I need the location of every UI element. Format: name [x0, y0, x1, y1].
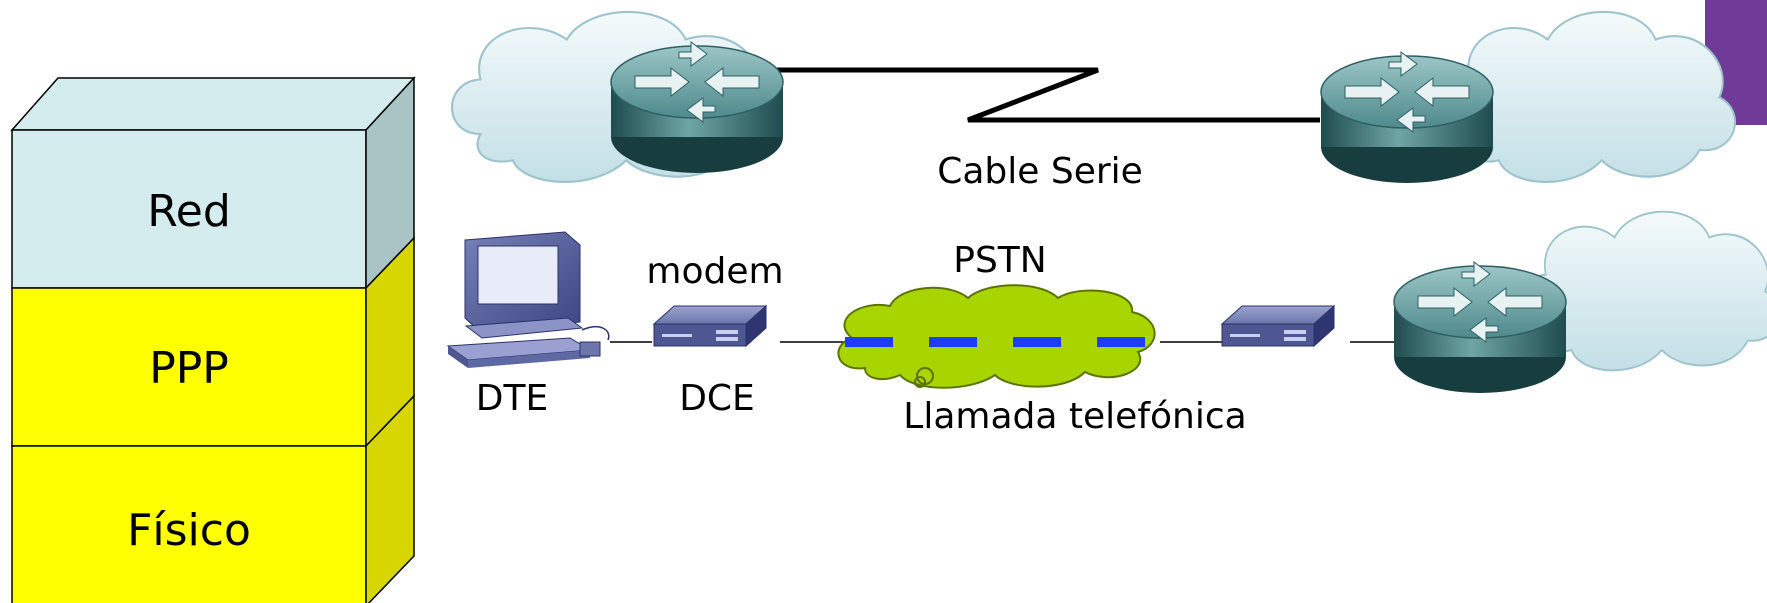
layer-red-label: Red: [147, 186, 231, 237]
dte-label: DTE: [476, 378, 548, 419]
serial-cable-line: [775, 67, 1320, 123]
dialup-scenario: modem PSTN DTE DCE Llamada telefónica: [446, 210, 1767, 437]
layer-ppp-label: PPP: [149, 343, 229, 394]
dce-label: DCE: [679, 378, 755, 419]
layer-fisico: [11, 394, 415, 603]
layer-red: [11, 76, 415, 290]
pstn-cloud: [837, 284, 1156, 389]
serial-link-scenario: Cable Serie: [450, 10, 1737, 192]
phone-call-label: Llamada telefónica: [903, 396, 1246, 437]
modem-local-icon: [653, 305, 767, 347]
modem-remote-icon: [1221, 305, 1335, 347]
layer-ppp: [11, 236, 415, 448]
stack-top-face: [10, 77, 416, 131]
layer-fisico-label: Físico: [127, 505, 251, 556]
pc-computer-icon: [446, 231, 610, 368]
layer-stack: Red PPP Físico: [10, 76, 416, 603]
router-top-right: [1320, 51, 1494, 184]
router-top-left: [610, 41, 784, 174]
router-bottom-right: [1393, 261, 1567, 394]
modem-label: modem: [646, 251, 783, 292]
serial-cable-label: Cable Serie: [937, 151, 1143, 192]
pstn-label: PSTN: [953, 240, 1046, 281]
